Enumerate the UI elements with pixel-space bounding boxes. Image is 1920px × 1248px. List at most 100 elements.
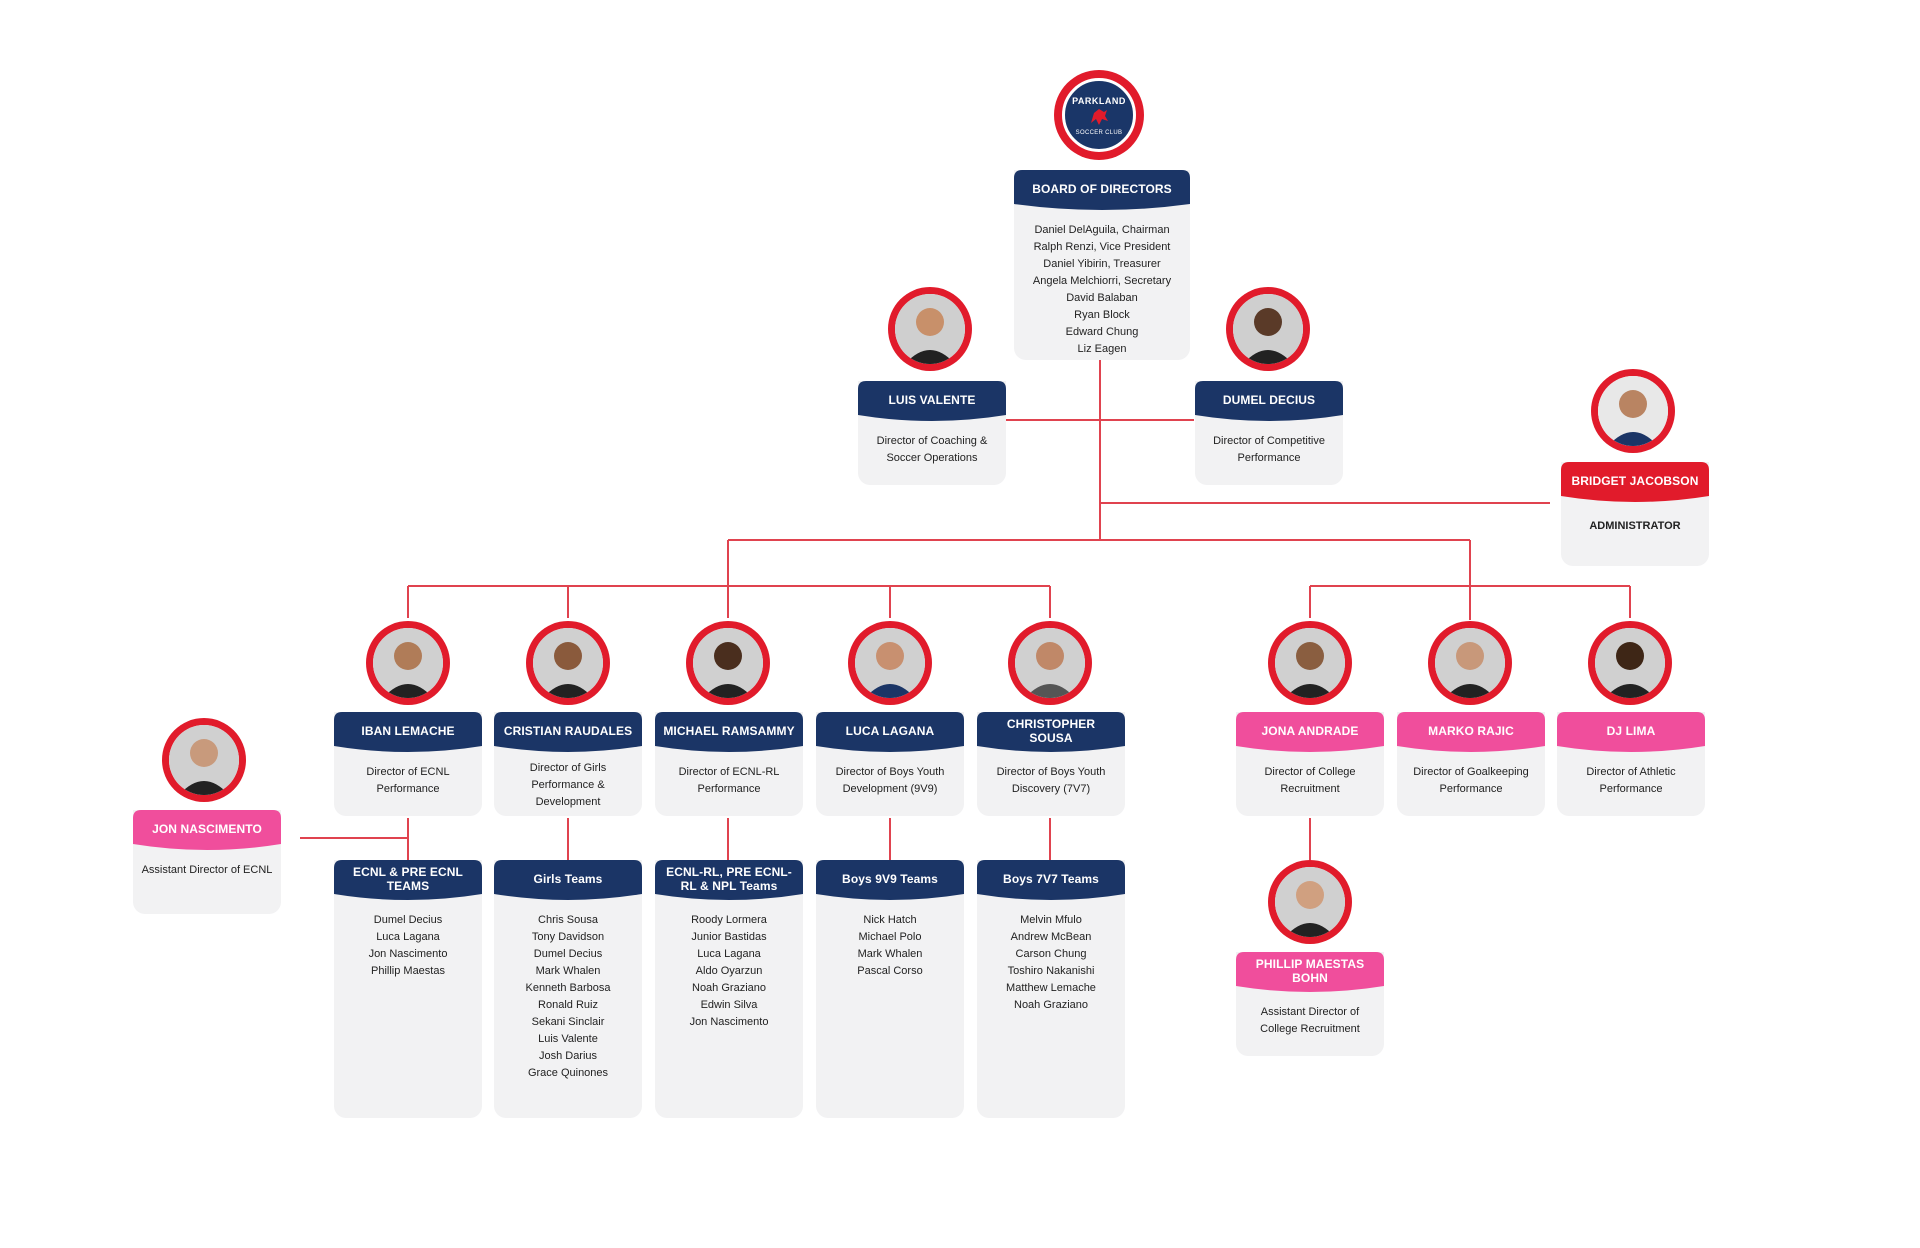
person-name: LUIS VALENTE bbox=[889, 393, 976, 407]
person-name: MARKO RAJIC bbox=[1428, 724, 1514, 738]
card-bridget-jacobson: BRIDGET JACOBSON ADMINISTRATOR bbox=[1561, 462, 1709, 566]
board-title: BOARD OF DIRECTORS bbox=[1032, 182, 1172, 196]
list-item: Kenneth Barbosa bbox=[500, 980, 636, 997]
team-title: ECNL-RL, PRE ECNL-RL & NPL Teams bbox=[663, 865, 795, 893]
list-item: Angela Melchiorri, Secretary bbox=[1020, 273, 1184, 290]
person-role: Assistant Director of College Recruitmen… bbox=[1236, 996, 1384, 1048]
list-item: Liz Eagen bbox=[1020, 341, 1184, 358]
person-name: CRISTIAN RAUDALES bbox=[504, 724, 632, 738]
person-name: IBAN LEMACHE bbox=[361, 724, 454, 738]
person-name: MICHAEL RAMSAMMY bbox=[663, 724, 794, 738]
card-marko-rajic: MARKO RAJIC Director of Goalkeeping Perf… bbox=[1397, 712, 1545, 816]
list-item: Sekani Sinclair bbox=[500, 1014, 636, 1031]
avatar-iban-lemache bbox=[366, 621, 450, 705]
list-item: Junior Bastidas bbox=[661, 929, 797, 946]
person-role: Director of Coaching & Soccer Operations bbox=[858, 425, 1006, 477]
list-item: Daniel DelAguila, Chairman bbox=[1020, 222, 1184, 239]
team-card-rl: ECNL-RL, PRE ECNL-RL & NPL Teams Roody L… bbox=[655, 860, 803, 1118]
list-item: Melvin Mfulo bbox=[983, 912, 1119, 929]
logo-subtext: SOCCER CLUB bbox=[1065, 130, 1133, 136]
list-item: Roody Lormera bbox=[661, 912, 797, 929]
club-logo: PARKLAND SOCCER CLUB bbox=[1054, 70, 1144, 160]
list-item: Jon Nascimento bbox=[661, 1014, 797, 1031]
list-item: Matthew Lemache bbox=[983, 980, 1119, 997]
team-card-boys7: Boys 7V7 Teams Melvin Mfulo Andrew McBea… bbox=[977, 860, 1125, 1118]
person-icon bbox=[1275, 867, 1345, 937]
person-icon bbox=[1275, 628, 1345, 698]
person-name: DUMEL DECIUS bbox=[1223, 393, 1315, 407]
list-item: Daniel Yibirin, Treasurer bbox=[1020, 256, 1184, 273]
person-name: JON NASCIMENTO bbox=[152, 822, 262, 836]
avatar-cristian-raudales bbox=[526, 621, 610, 705]
team-title: Boys 9V9 Teams bbox=[842, 872, 938, 886]
person-icon bbox=[895, 294, 965, 364]
list-item: Grace Quinones bbox=[500, 1065, 636, 1082]
list-item: Jon Nascimento bbox=[340, 946, 476, 963]
list-item: Pascal Corso bbox=[822, 963, 958, 980]
person-role: Director of ECNL-RL Performance bbox=[655, 756, 803, 808]
list-item: Luca Lagana bbox=[340, 929, 476, 946]
avatar-jona-andrade bbox=[1268, 621, 1352, 705]
avatar-michael-ramsammy bbox=[686, 621, 770, 705]
person-name: PHILLIP MAESTAS BOHN bbox=[1244, 957, 1376, 985]
list-item: Aldo Oyarzun bbox=[661, 963, 797, 980]
avatar-luis-valente bbox=[888, 287, 972, 371]
person-icon bbox=[693, 628, 763, 698]
list-item: Mark Whalen bbox=[822, 946, 958, 963]
avatar-dumel-decius bbox=[1226, 287, 1310, 371]
person-role: Director of Goalkeeping Performance bbox=[1397, 756, 1545, 808]
person-icon bbox=[855, 628, 925, 698]
list-item: Josh Darius bbox=[500, 1048, 636, 1065]
lion-icon bbox=[1088, 107, 1110, 127]
person-role: Director of College Recruitment bbox=[1236, 756, 1384, 808]
person-role: Director of ECNL Performance bbox=[334, 756, 482, 808]
avatar-dj-lima bbox=[1588, 621, 1672, 705]
person-role: Director of Boys Youth Development (9V9) bbox=[816, 756, 964, 808]
team-members: Roody Lormera Junior Bastidas Luca Lagan… bbox=[655, 904, 803, 1041]
person-role: ADMINISTRATOR bbox=[1561, 506, 1709, 545]
team-members: Melvin Mfulo Andrew McBean Carson Chung … bbox=[977, 904, 1125, 1024]
person-role: Director of Boys Youth Discovery (7V7) bbox=[977, 756, 1125, 808]
list-item: Noah Graziano bbox=[983, 997, 1119, 1014]
list-item: Toshiro Nakanishi bbox=[983, 963, 1119, 980]
card-luca-lagana: LUCA LAGANA Director of Boys Youth Devel… bbox=[816, 712, 964, 816]
avatar-bridget-jacobson bbox=[1591, 369, 1675, 453]
avatar-christopher-sousa bbox=[1008, 621, 1092, 705]
list-item: Phillip Maestas bbox=[340, 963, 476, 980]
board-card: BOARD OF DIRECTORS Daniel DelAguila, Cha… bbox=[1014, 170, 1190, 360]
list-item: Ronald Ruiz bbox=[500, 997, 636, 1014]
list-item: Edwin Silva bbox=[661, 997, 797, 1014]
card-dj-lima: DJ LIMA Director of Athletic Performance bbox=[1557, 712, 1705, 816]
list-item: Ryan Block bbox=[1020, 307, 1184, 324]
team-members: Nick Hatch Michael Polo Mark Whalen Pasc… bbox=[816, 904, 964, 990]
card-cristian-raudales: CRISTIAN RAUDALES Director of Girls Perf… bbox=[494, 712, 642, 816]
team-members: Dumel Decius Luca Lagana Jon Nascimento … bbox=[334, 904, 482, 990]
list-item: Dumel Decius bbox=[500, 946, 636, 963]
team-title: Boys 7V7 Teams bbox=[1003, 872, 1099, 886]
team-card-boys9: Boys 9V9 Teams Nick Hatch Michael Polo M… bbox=[816, 860, 964, 1118]
list-item: Luca Lagana bbox=[661, 946, 797, 963]
person-role: Director of Athletic Performance bbox=[1557, 756, 1705, 808]
person-icon bbox=[1015, 628, 1085, 698]
list-item: Ralph Renzi, Vice President bbox=[1020, 239, 1184, 256]
list-item: Michael Polo bbox=[822, 929, 958, 946]
card-dumel-decius: DUMEL DECIUS Director of Competitive Per… bbox=[1195, 381, 1343, 485]
person-icon bbox=[1233, 294, 1303, 364]
list-item: Carson Chung bbox=[983, 946, 1119, 963]
avatar-luca-lagana bbox=[848, 621, 932, 705]
list-item: Noah Graziano bbox=[661, 980, 797, 997]
logo-ring: PARKLAND SOCCER CLUB bbox=[1062, 78, 1136, 152]
card-christopher-sousa: CHRISTOPHER SOUSA Director of Boys Youth… bbox=[977, 712, 1125, 816]
card-luis-valente: LUIS VALENTE Director of Coaching & Socc… bbox=[858, 381, 1006, 485]
logo-text: PARKLAND bbox=[1065, 96, 1133, 106]
team-title: ECNL & PRE ECNL TEAMS bbox=[342, 865, 474, 893]
person-role: Director of Girls Performance & Developm… bbox=[494, 756, 642, 821]
team-card-girls: Girls Teams Chris Sousa Tony Davidson Du… bbox=[494, 860, 642, 1118]
person-icon bbox=[373, 628, 443, 698]
person-role: Director of Competitive Performance bbox=[1195, 425, 1343, 477]
list-item: Tony Davidson bbox=[500, 929, 636, 946]
person-role: Assistant Director of ECNL bbox=[133, 854, 281, 889]
person-name: CHRISTOPHER SOUSA bbox=[985, 717, 1117, 745]
person-icon bbox=[533, 628, 603, 698]
team-title: Girls Teams bbox=[534, 872, 603, 886]
